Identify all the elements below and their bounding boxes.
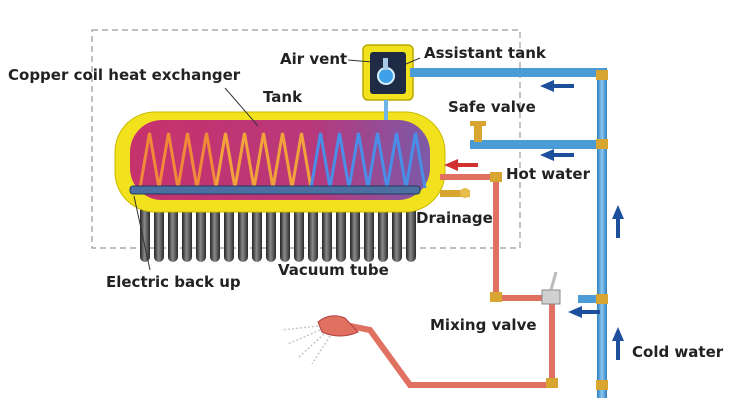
hot-water-pipe	[440, 174, 545, 301]
copper-coil	[138, 132, 427, 189]
label-cold-water: Cold water	[632, 343, 724, 361]
shower-spray	[281, 325, 331, 365]
arrow-up-main-upper	[612, 205, 624, 238]
label-assistant-tank: Assistant tank	[424, 44, 546, 62]
label-vacuum-tube: Vacuum tube	[278, 261, 389, 279]
label-mixing-valve: Mixing valve	[430, 316, 537, 334]
coil-segment	[138, 132, 161, 189]
coil-segment	[328, 132, 351, 189]
coil-segment	[347, 132, 370, 189]
top-feed-pipe	[410, 68, 605, 77]
shower-head-icon	[317, 315, 359, 337]
coil-segment	[290, 132, 313, 189]
pipe-fittings	[490, 70, 608, 390]
arrow-left-mixing	[568, 306, 600, 318]
drainage-cap	[460, 188, 470, 198]
label-copper-coil: Copper coil heat exchanger	[8, 66, 241, 84]
label-electric-back-up: Electric back up	[106, 273, 241, 291]
mixing-valve-handle	[549, 271, 558, 291]
coil-segment	[404, 132, 427, 189]
coil-segment	[233, 132, 256, 189]
arrow-left-mid	[540, 149, 574, 161]
drainage-valve	[440, 190, 470, 197]
air-vent-pointer	[347, 59, 373, 63]
arrow-up-main-lower	[612, 327, 624, 360]
label-safe-valve: Safe valve	[448, 98, 536, 116]
coil-segment	[176, 132, 199, 189]
coil-segment	[195, 132, 218, 189]
electric-pointer	[133, 195, 151, 271]
coil-segment	[252, 132, 275, 189]
coil-segment	[366, 132, 389, 189]
label-tank: Tank	[263, 88, 303, 106]
vacuum-tube	[406, 196, 416, 262]
copper-coil-pointer	[224, 87, 259, 127]
safe-valve-pipe	[470, 140, 605, 149]
cold-water-main-pipe	[597, 68, 607, 398]
vacuum-tube	[140, 196, 150, 262]
coil-segment	[385, 132, 408, 189]
electric-heater-bar	[129, 185, 421, 195]
safe-valve	[474, 124, 482, 142]
arrow-left-top	[540, 80, 574, 92]
arrow-right-hot	[444, 159, 478, 171]
mixing-valve	[541, 289, 561, 305]
mixing-cold-pipe	[578, 295, 605, 303]
coil-segment	[271, 132, 294, 189]
shower-hot-pipe	[329, 300, 555, 388]
coil-segment	[157, 132, 180, 189]
safe-valve-top	[470, 121, 486, 126]
air-vent-icon	[377, 67, 395, 85]
assistant-tank-pointer	[405, 57, 421, 65]
installation-boundary	[91, 29, 521, 249]
flow-arrows	[444, 80, 624, 360]
label-hot-water: Hot water	[506, 165, 590, 183]
coil-segment	[214, 132, 237, 189]
label-air-vent: Air vent	[280, 50, 348, 68]
air-vent-stem	[383, 58, 388, 70]
label-drainage: Drainage	[416, 209, 493, 227]
coil-segment	[309, 132, 332, 189]
